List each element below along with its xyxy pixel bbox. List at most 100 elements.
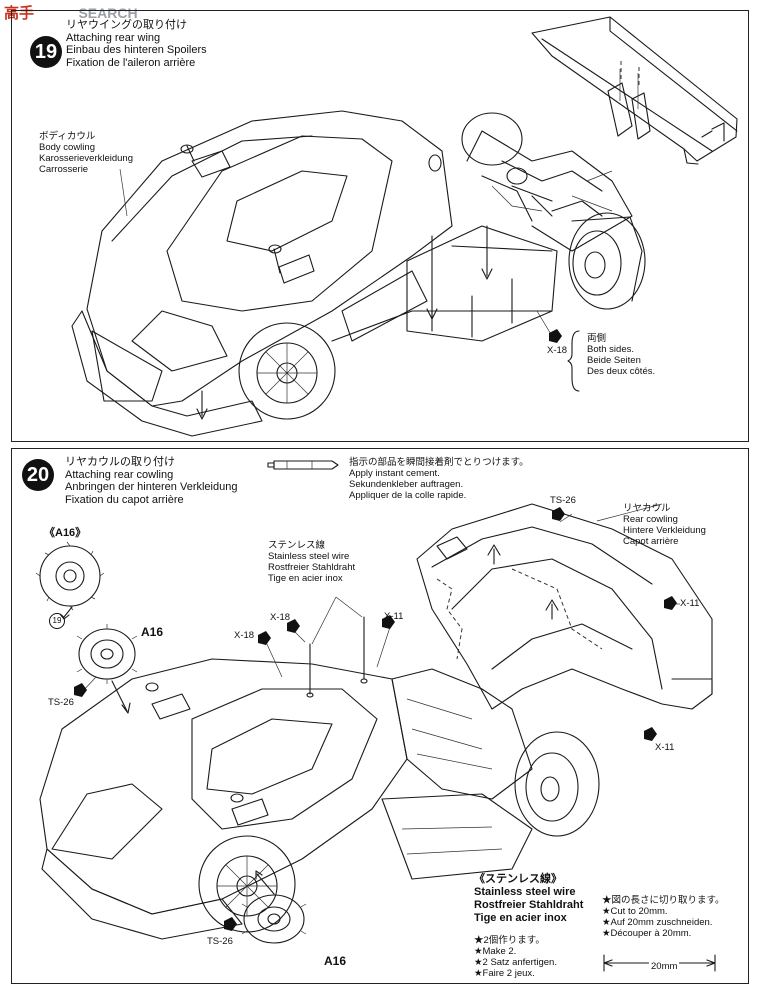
x11-right-label: X-11 (680, 598, 700, 609)
screw-x18-icon (549, 329, 562, 343)
screw-x11-right-icon (664, 596, 677, 610)
body-cowling-label: ボディカウル Body cowling Karosserieverkleidun… (39, 131, 133, 175)
step-20-title-en: Attaching rear cowling (65, 468, 174, 481)
wire-box-en: Stainless steel wire (474, 886, 576, 898)
screw-x18-b-icon (258, 631, 271, 645)
step-20-title: リヤカウルの取り付け Attaching rear cowling Anbrin… (65, 456, 237, 506)
screw-ts26-bottom-icon (224, 917, 237, 931)
x18-b-label: X-18 (234, 630, 255, 641)
rear-wing-drawing (531, 16, 738, 165)
step-19-reference-text: 19 (52, 616, 62, 625)
step-19-title-fr: Fixation de l'aileron arrière (66, 56, 196, 69)
screw-x11-bottom-icon (644, 727, 657, 741)
both-sides-label: 両側 Both sides. Beide Seiten Des deux côt… (587, 333, 655, 377)
chassis-drawing-20 (391, 668, 600, 837)
step-19-reference-circle: 19 (49, 613, 65, 629)
screw-ts26-left-icon (74, 683, 87, 697)
cut-en: ★Cut to 20mm. (602, 906, 668, 917)
step-20-title-ja: リヤカウルの取り付け (65, 456, 175, 468)
dimension-label: 20mm (649, 961, 680, 972)
cut-de: ★Auf 20mm zuschneiden. (602, 917, 713, 928)
leader-rear-cowling (596, 503, 663, 522)
ts26-bottom-label: TS-26 (207, 936, 233, 947)
wire-box-text: 《ステンレス線》 Stainless steel wire Rostfreier… (474, 873, 583, 925)
chassis-drawing (406, 112, 646, 342)
a16-bottom-label: A16 (324, 954, 347, 968)
cut-ja: ★図の長さに切り取ります。 (602, 895, 725, 906)
body-cowling-fr: Carrosserie (39, 164, 89, 175)
ts26-left-label: TS-26 (48, 697, 74, 708)
rear-cowling-fr: Capot arrière (623, 536, 679, 547)
leader-ts26-top (559, 513, 573, 523)
screw-ts26-top-icon (552, 507, 565, 521)
rear-cowling-en: Rear cowling (623, 514, 678, 525)
leader-body-cowling (119, 168, 128, 217)
step-19-x18-label: X-18 (547, 345, 568, 356)
steel-wire-label: ステンレス線 Stainless steel wire Rostfreier S… (268, 540, 355, 584)
leader-x18 (536, 310, 553, 337)
step-19-title-en: Attaching rear wing (66, 31, 161, 44)
leader-x11-a (376, 626, 391, 668)
both-sides-en: Both sides. (587, 344, 634, 355)
watermark-en: SEARCH (78, 5, 138, 21)
steel-wire-ja: ステンレス線 (268, 540, 326, 551)
cement-ja: 指示の部品を瞬間接着剤でとりつけます。 (349, 457, 529, 468)
wire-box-de: Rostfreier Stahldraht (474, 899, 584, 911)
step-19-title-de: Einbau des hinteren Spoilers (66, 44, 207, 56)
leader-x18-b (265, 641, 283, 678)
step-20-title-fr: Fixation du capot arrière (65, 493, 184, 506)
ts26-top-label: TS-26 (550, 495, 576, 506)
a16-mid-label: A16 (141, 625, 164, 639)
cut-fr: ★Découper à 20mm. (602, 928, 692, 939)
make2-ja: ★2個作ります。 (474, 935, 545, 946)
step-20-number-badge: 20 (22, 459, 54, 491)
rear-cowling-de: Hintere Verkleidung (623, 525, 706, 536)
screw-x11-a-icon (382, 615, 395, 629)
step-19-number-badge: 19 (30, 36, 62, 68)
both-sides-fr: Des deux côtés. (587, 366, 656, 377)
stainless-steel-wires (306, 596, 368, 698)
body-cowling-en: Body cowling (39, 142, 95, 153)
screw-x18-a-icon (287, 619, 300, 633)
make2-fr: ★Faire 2 jeux. (474, 968, 535, 979)
step-20-panel: 20 リヤカウルの取り付け Attaching rear cowling Anb… (11, 448, 749, 984)
step-19-illustration (71, 16, 738, 437)
steel-wire-en: Stainless steel wire (268, 551, 350, 562)
body-cowling-de: Karosserieverkleidung (39, 153, 133, 164)
steel-wire-fr: Tige en acier inox (268, 573, 343, 584)
step-19-title: リヤウイングの取り付け Attaching rear wing Einbau d… (66, 19, 207, 69)
x18-a-label: X-18 (270, 612, 291, 623)
both-sides-de: Beide Seiten (587, 355, 641, 366)
step-20-title-de: Anbringen der hinteren Verkleidung (65, 481, 238, 493)
assembly-arrows (196, 225, 493, 420)
make2-en: ★Make 2. (474, 946, 517, 957)
a16-bottom-drawing (241, 870, 307, 944)
body-cowling-drawing (71, 110, 553, 437)
wire-box-ja: 《ステンレス線》 (474, 873, 562, 885)
step-19-title-ja: リヤウイングの取り付け (66, 19, 187, 31)
a16-detail-drawing (35, 541, 105, 620)
rear-cowling-label: リヤカウル Rear cowling Hintere Verkleidung C… (623, 503, 706, 547)
cut-note: ★図の長さに切り取ります。 ★Cut to 20mm. ★Auf 20mm zu… (602, 895, 725, 939)
cement-fr: Appliquer de la colle rapide. (349, 490, 467, 501)
rear-cowling-ja: リヤカウル (623, 503, 671, 514)
x11-bottom-label: X-11 (655, 742, 675, 753)
body-cowling-ja: ボディカウル (39, 131, 96, 142)
both-sides-ja: 両側 (587, 333, 607, 344)
cement-de: Sekundenkleber auftragen. (349, 479, 464, 490)
bracket-both-sides (567, 330, 580, 392)
wire-box-fr: Tige en acier inox (474, 912, 567, 924)
make2-de: ★2 Satz anfertigen. (474, 957, 557, 968)
x11-a-label: X-11 (384, 611, 404, 622)
body-drawing-20 (39, 658, 533, 940)
steel-wire-de: Rostfreier Stahldraht (268, 562, 356, 573)
a16-box-label: 《A16》 (44, 527, 87, 539)
step-19-panel: 19 リヤウイングの取り付け Attaching rear wing Einba… (11, 10, 749, 442)
cement-instruction: 指示の部品を瞬間接着剤でとりつけます。 Apply instant cement… (349, 457, 529, 501)
step-20-illustration (35, 460, 716, 972)
a16-mid-drawing (76, 624, 138, 714)
make-2-note: ★2個作ります。 ★Make 2. ★2 Satz anfertigen. ★F… (474, 935, 557, 979)
instant-cement-icon (267, 460, 339, 470)
rear-cowling-drawing (416, 503, 713, 710)
cement-en: Apply instant cement. (349, 468, 440, 479)
